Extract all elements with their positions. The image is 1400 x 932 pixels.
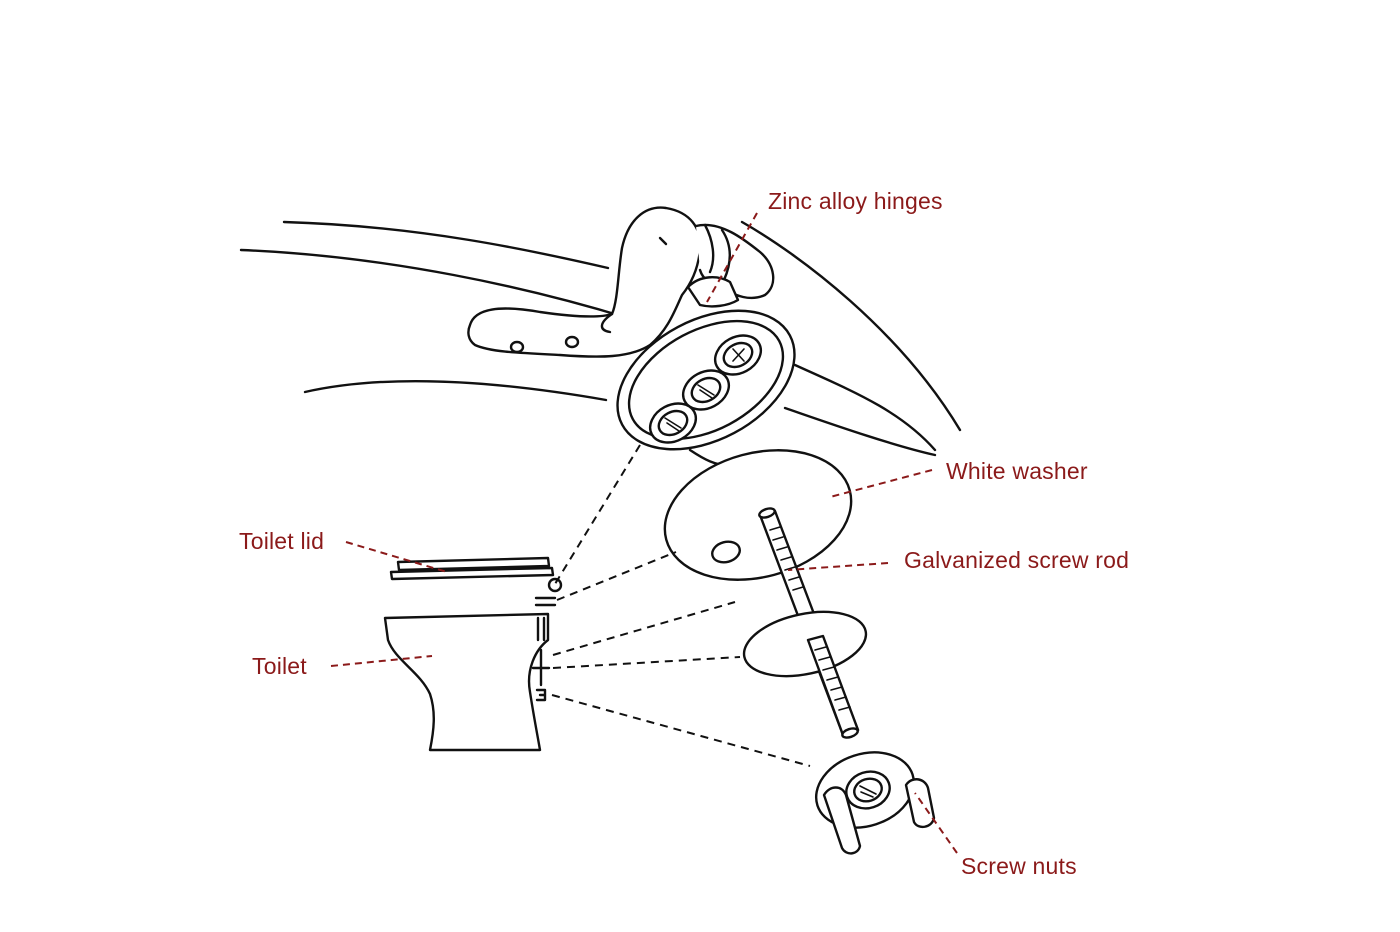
galvanized-screw-rod <box>742 507 868 739</box>
label-screw-nuts: Screw nuts <box>961 853 1077 879</box>
white-washer-large <box>663 449 853 581</box>
label-leaders <box>330 212 958 854</box>
zinc-alloy-hinge <box>467 206 775 358</box>
leader-lid <box>345 541 448 573</box>
screw-nuts <box>814 751 936 855</box>
leader-nuts <box>914 792 958 854</box>
assembly-guide-lines <box>551 444 811 767</box>
seat-lid-outline <box>239 220 962 468</box>
label-galvanized-screw-rod: Galvanized screw rod <box>904 547 1130 573</box>
toilet-small <box>383 556 563 752</box>
leader-zinc <box>706 212 758 303</box>
leader-rod <box>787 562 889 571</box>
label-zinc-alloy-hinges: Zinc alloy hinges <box>768 188 943 214</box>
hinge-base-disk <box>616 309 796 451</box>
label-white-washer: White washer <box>946 458 1088 484</box>
label-toilet-lid: Toilet lid <box>239 528 325 554</box>
leader-toilet <box>330 655 433 667</box>
label-toilet: Toilet <box>252 653 307 679</box>
leader-washer <box>829 469 933 498</box>
